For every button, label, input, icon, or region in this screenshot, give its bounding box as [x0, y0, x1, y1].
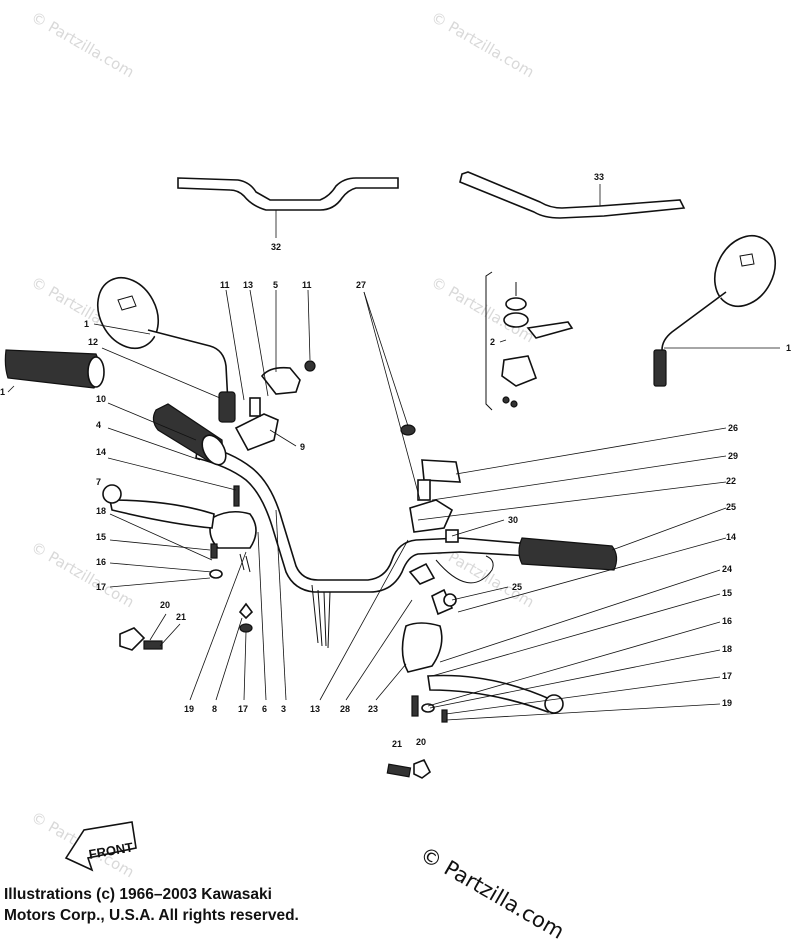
callout-33: 33 — [594, 172, 604, 182]
callout-29: 29 — [728, 451, 738, 461]
callout-25: 25 — [726, 502, 736, 512]
left-grip — [4, 349, 105, 389]
right-controls — [401, 562, 564, 723]
callout-7: 7 — [96, 477, 101, 487]
callout-24: 24 — [722, 564, 732, 574]
callout-27: 27 — [356, 280, 366, 290]
left-controls — [102, 360, 316, 633]
callout-11: 11 — [302, 280, 312, 290]
callout-17: 17 — [238, 704, 248, 714]
callout-12: 12 — [88, 337, 98, 347]
callout-23: 23 — [368, 704, 378, 714]
callout-10: 10 — [96, 394, 106, 404]
handlebar-option-33 — [459, 171, 686, 219]
callout-22: 22 — [726, 476, 736, 486]
callout-11: 11 — [220, 280, 230, 290]
callout-5: 5 — [273, 280, 278, 290]
callout-13: 13 — [310, 704, 320, 714]
callout-17: 17 — [722, 671, 732, 681]
leader-lines — [7, 289, 780, 721]
callout-19: 19 — [722, 698, 732, 708]
callout-14: 14 — [726, 532, 736, 542]
handlebar-option-32 — [177, 177, 399, 238]
right-adjuster — [386, 758, 432, 779]
callout-21: 21 — [392, 739, 402, 749]
copyright-line-2: Motors Corp., U.S.A. All rights reserved… — [4, 907, 299, 924]
callout-30: 30 — [508, 515, 518, 525]
callout-18: 18 — [96, 506, 106, 516]
callout-26: 26 — [728, 423, 738, 433]
watermark-layer: © Partzilla.com © Partzilla.com © Partzi… — [28, 8, 537, 881]
callout-labels: 1 1 1 2 3 4 5 6 7 8 9 10 11 11 12 13 13 … — [0, 172, 791, 749]
callout-18: 18 — [722, 644, 732, 654]
copyright-line-1: Illustrations (c) 1966–2003 Kawasaki — [4, 886, 272, 903]
callout-6: 6 — [262, 704, 267, 714]
watermark-text: © Partzilla.com — [428, 8, 537, 81]
copyright-notice: Illustrations (c) 1966–2003 Kawasaki Mot… — [4, 884, 424, 926]
callout-28: 28 — [340, 704, 350, 714]
callout-1: 1 — [84, 319, 89, 329]
main-handlebar — [152, 403, 618, 649]
callout-25: 25 — [512, 582, 522, 592]
callout-16: 16 — [96, 557, 106, 567]
callout-16: 16 — [722, 616, 732, 626]
watermark-text: © Partzilla.com — [28, 538, 137, 611]
center-parts — [400, 424, 494, 584]
left-adjuster — [119, 627, 163, 651]
inset-part-2 — [485, 271, 574, 411]
callout-32: 32 — [271, 242, 281, 252]
callout-1: 1 — [786, 343, 791, 353]
callout-1: 1 — [0, 387, 5, 397]
callout-8: 8 — [212, 704, 217, 714]
callout-9: 9 — [300, 442, 305, 452]
callout-14: 14 — [96, 447, 106, 457]
callout-20: 20 — [160, 600, 170, 610]
callout-20: 20 — [416, 737, 426, 747]
callout-19: 19 — [184, 704, 194, 714]
callout-4: 4 — [96, 420, 101, 430]
right-mirror — [653, 234, 777, 387]
callout-15: 15 — [722, 588, 732, 598]
callout-21: 21 — [176, 612, 186, 622]
watermark-text: © Partzilla.com — [28, 8, 137, 81]
callout-15: 15 — [96, 532, 106, 542]
left-mirror — [96, 276, 236, 423]
callout-13: 13 — [243, 280, 253, 290]
callout-2: 2 — [490, 337, 495, 347]
callout-3: 3 — [281, 704, 286, 714]
callout-17: 17 — [96, 582, 106, 592]
